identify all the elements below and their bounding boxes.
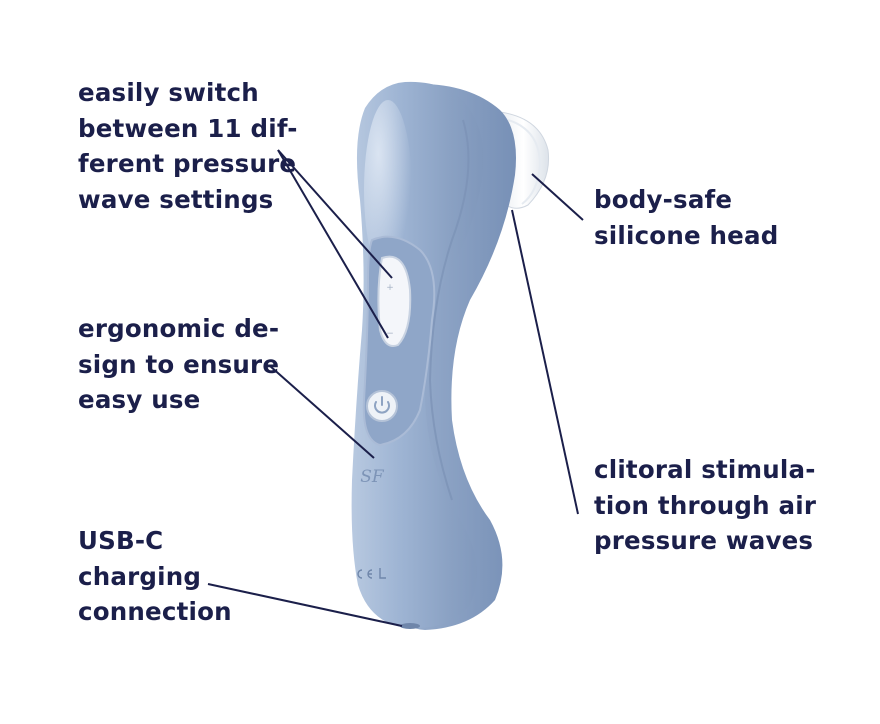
annotation-line: pressure waves xyxy=(594,526,814,555)
annotation-line: wave settings xyxy=(78,184,274,214)
annotation-line: clitoral stimula- xyxy=(594,455,816,484)
leader-lines xyxy=(207,149,584,627)
leader-line-pressure-plus xyxy=(277,149,393,279)
leader-line-stimulation xyxy=(511,209,579,515)
brand-logo: SF xyxy=(360,467,385,487)
annotation-usb: USB-C charging connection xyxy=(78,523,232,630)
leader-line-usb xyxy=(207,583,403,627)
charging-port xyxy=(400,623,420,629)
annotation-line: sign to ensure xyxy=(78,349,280,379)
leader-line-pressure-minus xyxy=(277,149,389,339)
certification-marks xyxy=(357,568,386,579)
leader-line-ergonomic xyxy=(269,365,375,459)
annotation-head: body-safe silicone head xyxy=(594,182,778,253)
annotation-line: silicone head xyxy=(594,220,779,250)
power-button xyxy=(366,390,398,422)
leader-line-head xyxy=(531,173,584,221)
annotation-line: tion through air xyxy=(594,490,817,520)
annotation-pressure-settings: easily switch between 11 dif- ferent pre… xyxy=(78,75,298,217)
minus-icon: − xyxy=(386,329,394,339)
annotation-ergonomic: ergonomic de- sign to ensure easy use xyxy=(78,311,279,418)
annotation-line: body-safe xyxy=(594,185,733,214)
annotation-line: connection xyxy=(78,597,232,626)
pressure-button-pad: + − xyxy=(377,255,412,347)
annotation-line: easily switch xyxy=(78,78,259,107)
annotation-line: ergonomic de- xyxy=(78,314,280,343)
annotation-line: charging xyxy=(78,561,202,591)
body-groove xyxy=(428,119,470,501)
plus-icon: + xyxy=(386,283,394,293)
annotation-stimulation: clitoral stimula- tion through air press… xyxy=(594,452,816,559)
annotation-line: between 11 dif- xyxy=(78,113,298,143)
annotation-line: USB-C xyxy=(78,526,164,555)
body-highlight xyxy=(364,100,412,280)
annotation-line: easy use xyxy=(78,385,201,414)
annotation-line: ferent pressure xyxy=(78,149,297,178)
power-icon xyxy=(374,401,390,414)
